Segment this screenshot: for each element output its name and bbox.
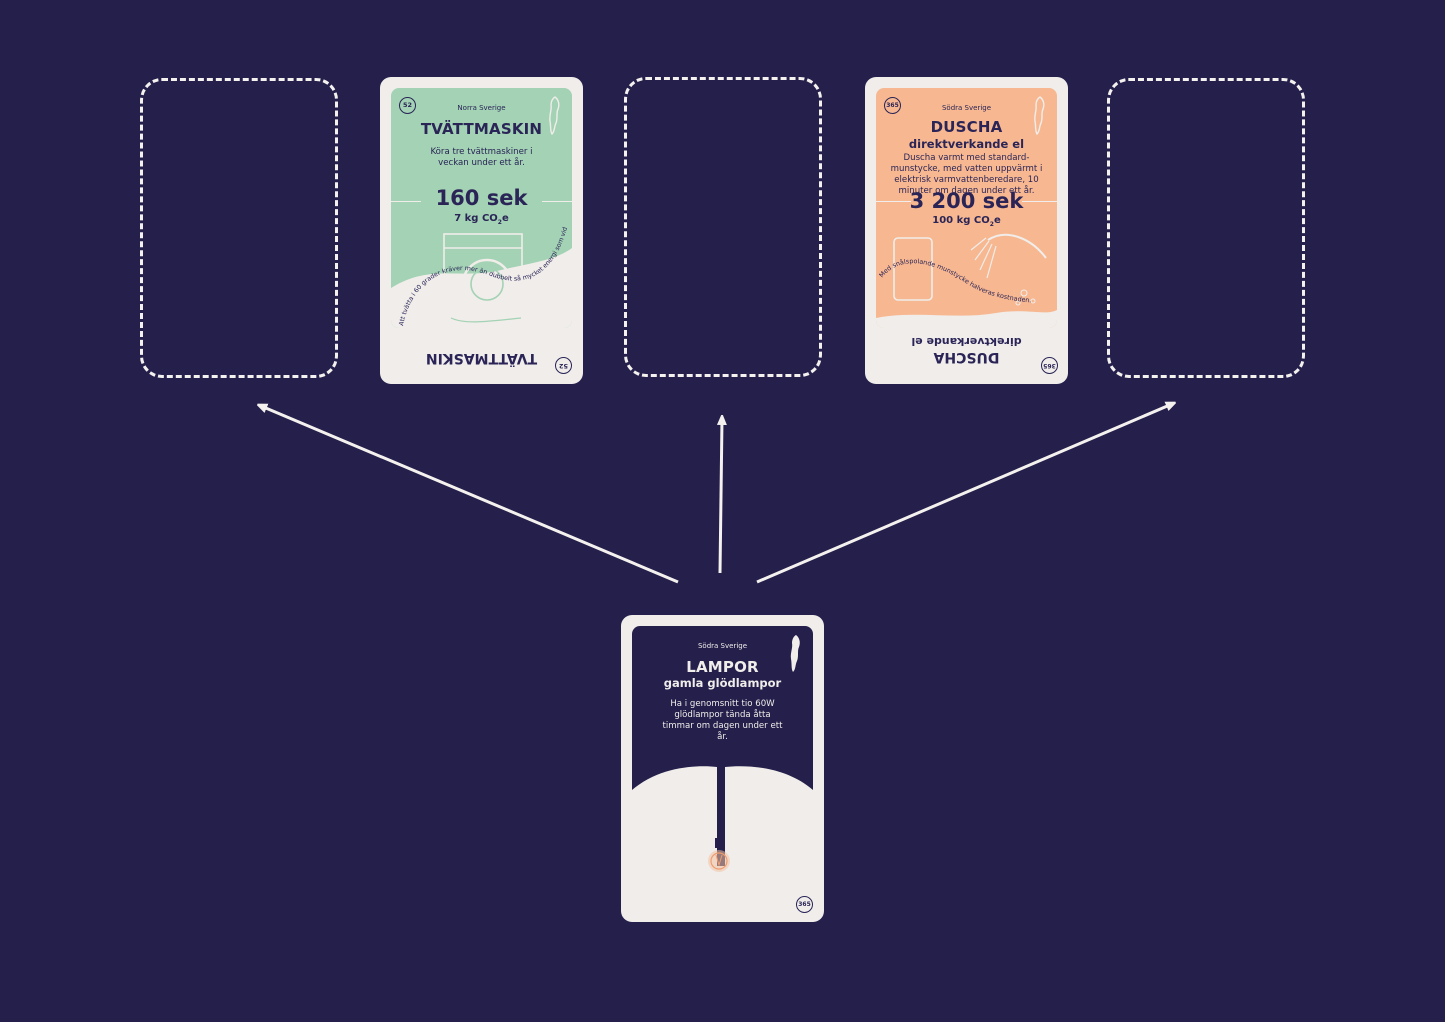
card-title: LAMPOR (686, 658, 759, 676)
co2-suffix: e (993, 215, 1001, 226)
empty-slot-right[interactable] (1107, 78, 1305, 378)
card-bottom-subtitle: direktverkande el (911, 335, 1022, 348)
divider-right (1022, 201, 1057, 202)
card-region: Södra Sverige (941, 104, 992, 112)
card-title: TVÄTTMASKIN (420, 120, 543, 138)
card-price: 160 sek (435, 186, 528, 210)
curved-text: Med snålspolande munstycke halveras kost… (877, 257, 1031, 304)
empty-slot-left[interactable] (140, 78, 338, 378)
card-bottom-title: TVÄTTMASKIN (425, 350, 538, 366)
card-description: Duscha varmt med standard-munstycke, med… (890, 153, 1043, 196)
co2-suffix: e (501, 213, 509, 224)
empty-slot-middle[interactable] (624, 77, 822, 377)
arrow-right (756, 404, 1172, 584)
divider-right (542, 201, 572, 202)
co2-sub: 2 (989, 221, 994, 228)
card-face: 52 Norra Sverige TVÄTTMASKIN Köra tre tv… (391, 88, 572, 328)
sweden-map-icon (790, 635, 800, 672)
svg-text:Att tvätta i 60 grader kräver: Att tvätta i 60 grader kräver mer än dub… (391, 88, 569, 326)
svg-text:Med snålspolande munstycke hal: Med snålspolande munstycke halveras kost… (877, 257, 1031, 304)
card-subtitle: gamla glödlampor (663, 676, 782, 690)
card-co2: 100 kg CO2e (876, 215, 1057, 228)
arrow-middle (720, 419, 722, 574)
card-bottom-title: DUSCHA (933, 349, 1000, 365)
washing-machine-illustration (391, 233, 572, 328)
co2-prefix: 100 kg CO (932, 215, 990, 226)
frequency-badge: 52 (399, 97, 416, 114)
card-face: 365 Södra Sverige DUSCHA direktverkande … (876, 88, 1057, 328)
card-lampor[interactable]: Södra Sverige LAMPOR gamla glödlampor Ha… (621, 615, 824, 922)
card-price: 3 200 sek (909, 189, 1024, 213)
card-title: DUSCHA (930, 118, 1003, 136)
divider-left (876, 201, 911, 202)
card-subtitle: direktverkande el (908, 137, 1025, 151)
card-description: Ha i genomsnitt tio 60W glödlampor tända… (662, 699, 783, 742)
card-region: Södra Sverige (697, 642, 748, 650)
co2-prefix: 7 kg CO (454, 213, 498, 224)
divider-left (391, 201, 421, 202)
curved-text: Att tvätta i 60 grader kräver mer än dub… (391, 88, 569, 326)
bottom-frequency-badge: 365 (1041, 357, 1058, 374)
card-tvattmaskin[interactable]: 52 Norra Sverige TVÄTTMASKIN Köra tre tv… (380, 77, 583, 384)
shower-illustration (876, 233, 1057, 328)
card-duscha[interactable]: 365 Södra Sverige DUSCHA direktverkande … (865, 77, 1068, 384)
lightbulb-illustration (632, 766, 813, 922)
sweden-map-icon (1034, 96, 1045, 136)
frequency-badge: 365 (796, 896, 813, 913)
frequency-badge: 365 (884, 97, 901, 114)
card-description: Köra tre tvättmaskiner i veckan under et… (430, 147, 533, 168)
bottom-frequency-badge: 52 (555, 357, 572, 374)
card-region: Norra Sverige (457, 104, 506, 112)
co2-sub: 2 (497, 219, 502, 226)
card-co2: 7 kg CO2e (391, 213, 572, 226)
arrow-left (261, 406, 679, 584)
sweden-map-icon (549, 96, 560, 136)
